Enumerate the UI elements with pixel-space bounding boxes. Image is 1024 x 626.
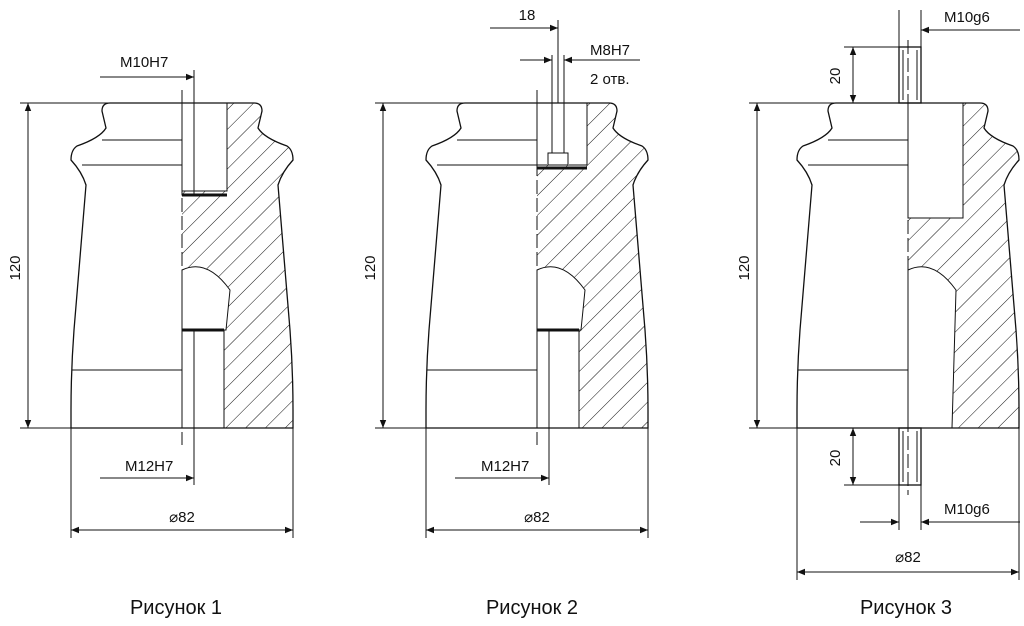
bottom-stud-length-label: 20: [827, 450, 844, 467]
top-insert-bg: [182, 103, 227, 191]
top-thread-label: M10H7: [120, 54, 168, 71]
diameter-dim-label: ⌀82: [895, 549, 921, 566]
top-offset-label: 18: [519, 7, 536, 24]
section-hatch: [181, 103, 293, 428]
top-stud-length-label: 20: [827, 68, 844, 85]
middle-insert-bg: [182, 266, 230, 330]
bottom-insert-bg: [537, 330, 579, 428]
top-holes-label: 2 отв.: [590, 71, 630, 88]
top-stud: [898, 46, 922, 104]
bottom-thread-label: M12H7: [481, 458, 529, 475]
bottom-thread-label: M12H7: [125, 458, 173, 475]
middle-insert: [536, 266, 586, 331]
top-thread-label: M8H7: [590, 42, 630, 59]
top-hole-bg: [547, 103, 569, 165]
bottom-stud: [898, 427, 922, 486]
diameter-dim-label: ⌀82: [524, 509, 550, 526]
middle-insert-bg: [908, 266, 956, 428]
section-hatch: [907, 103, 1019, 428]
bottom-thread-label: M10g6: [944, 501, 990, 518]
diameter-dim-label: ⌀82: [169, 509, 195, 526]
figure-2: 18 M8H7 2 отв. 120 M12H7 ⌀82 Рисунок 2: [362, 7, 649, 619]
figure-1: M10H7 120 M12H7 ⌀82 Рисунок 1: [7, 54, 294, 619]
insulator-body-3: [749, 10, 1020, 580]
counterbore: [547, 152, 569, 166]
figure-caption: Рисунок 1: [130, 597, 222, 619]
figure-3: M10g6 20 120 20 M10g6 ⌀82 Рисунок 3: [736, 9, 1020, 619]
bottom-insert-bg: [182, 330, 224, 428]
top-thread-label: M10g6: [944, 9, 990, 26]
middle-insert: [181, 266, 231, 331]
height-dim-label: 120: [7, 255, 24, 280]
middle-insert-bg: [537, 266, 585, 330]
figure-caption: Рисунок 2: [486, 597, 578, 619]
figure-caption: Рисунок 3: [860, 597, 952, 619]
height-dim-label: 120: [736, 255, 753, 280]
top-insert-bg: [908, 103, 963, 218]
insulator-body-2: [375, 20, 649, 538]
insulator-body-1: [20, 70, 294, 538]
section-hatch: [536, 103, 648, 428]
middle-insert: [907, 266, 957, 428]
height-dim-label: 120: [362, 255, 379, 280]
